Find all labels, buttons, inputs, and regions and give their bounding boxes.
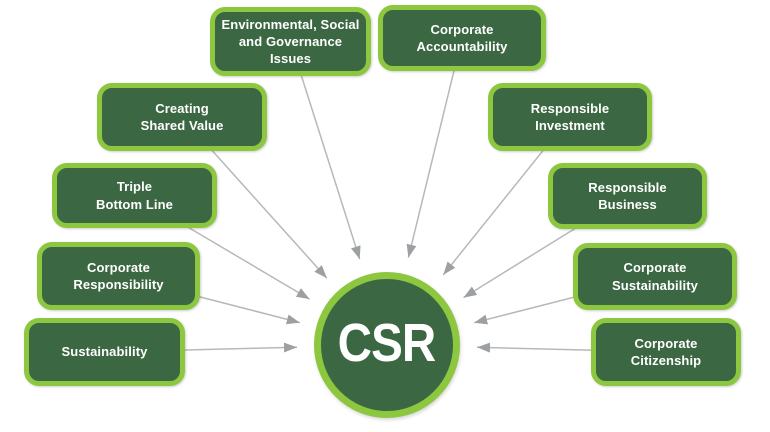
node-label-creating-shared-value: Creating Shared Value — [140, 100, 224, 133]
node-label-triple-bottom-line: Triple Bottom Line — [96, 179, 173, 212]
arrow-to-center — [289, 41, 361, 260]
node-label-corporate-sustainability: Corporate Sustainability — [612, 260, 698, 293]
node-box-triple-bottom-line: Triple Bottom Line — [52, 163, 217, 228]
node-label-responsible-business: Responsible Business — [588, 179, 667, 212]
node-box-creating-shared-value: Creating Shared Value — [97, 83, 267, 151]
csr-center-label: CSR — [338, 313, 437, 373]
node-label-sustainability: Sustainability — [61, 344, 148, 360]
node-label-corporate-responsibility: Corporate Responsibility — [73, 259, 164, 292]
csr-center-circle: CSR — [314, 272, 460, 418]
node-box-environmental-social-governance-issues: Environmental, Social and Governance Iss… — [210, 7, 371, 76]
node-box-responsible-business: Responsible Business — [548, 163, 707, 229]
arrow-to-center — [406, 37, 463, 258]
node-label-responsible-investment: Responsible Investment — [530, 100, 610, 133]
node-box-sustainability: Sustainability — [24, 318, 185, 386]
node-label-environmental-social-governance-issues: Environmental, Social and Governance Iss… — [221, 16, 360, 67]
node-box-corporate-citizenship: Corporate Citizenship — [591, 318, 741, 386]
node-box-corporate-sustainability: Corporate Sustainability — [573, 243, 737, 310]
node-label-corporate-citizenship: Corporate Citizenship — [630, 335, 702, 368]
node-box-corporate-responsibility: Corporate Responsibility — [37, 242, 200, 310]
node-box-responsible-investment: Responsible Investment — [488, 83, 652, 151]
node-box-corporate-accountability: Corporate Accountability — [378, 5, 546, 71]
node-label-corporate-accountability: Corporate Accountability — [416, 21, 508, 54]
